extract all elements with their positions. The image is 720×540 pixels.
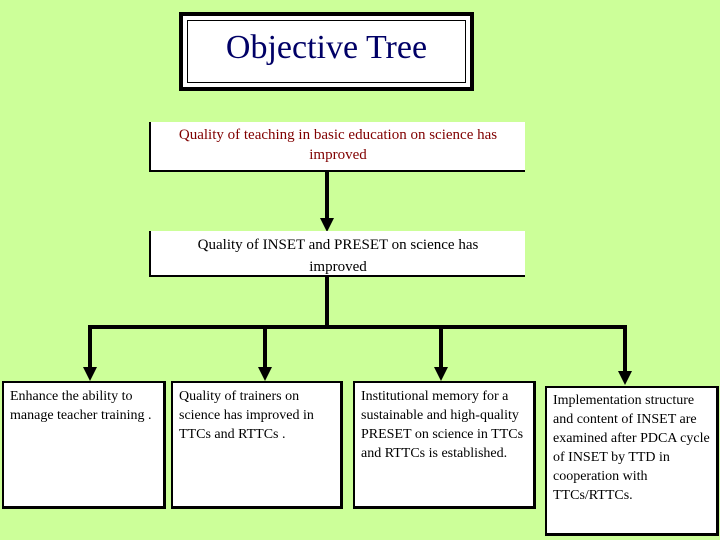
output-box-3: Institutional memory for a sustainable a…: [353, 381, 536, 509]
arrowhead-output-3: [434, 367, 448, 381]
output-box-4: Implementation structure and content of …: [545, 386, 719, 536]
arrowhead-output-1: [83, 367, 97, 381]
output-box-1: Enhance the ability to manage teacher tr…: [2, 381, 166, 509]
project-purpose-box: Quality of INSET and PRESET on science h…: [149, 231, 525, 277]
overall-goal-box: Quality of teaching in basic education o…: [149, 122, 525, 172]
arrowhead-output-4: [618, 371, 632, 385]
arrowhead-output-2: [258, 367, 272, 381]
diagram-title: Objective Tree: [225, 28, 428, 66]
output-box-2: Quality of trainers on science has impro…: [171, 381, 343, 509]
title-box: Objective Tree: [179, 12, 474, 91]
arrowhead-goal-to-purpose: [320, 218, 334, 232]
